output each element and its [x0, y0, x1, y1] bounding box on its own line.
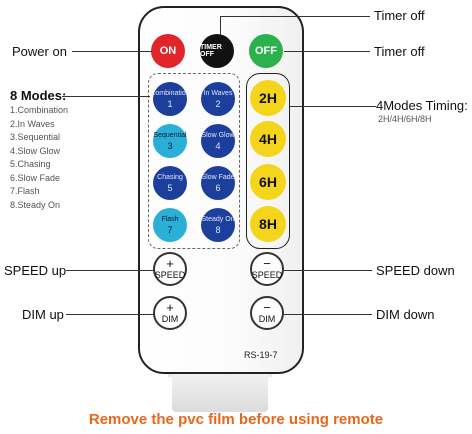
- timer-6h-button[interactable]: 6H: [250, 164, 286, 200]
- mode-item-8: 8.Steady On: [10, 199, 61, 210]
- speed-up-text: SPEED up: [4, 263, 67, 278]
- speed-down-label: SPEED: [251, 270, 283, 280]
- dim-down-line: [284, 314, 372, 315]
- dim-down-label: DIM: [258, 314, 276, 324]
- timer-off-top-line: [220, 16, 370, 17]
- mode-item-4: 4.Slow Glow: [10, 145, 61, 156]
- mode-button-name: Steady On: [201, 216, 235, 223]
- speed-up-line: [66, 270, 154, 271]
- mode-button-number: 5: [167, 183, 173, 193]
- mode-button-name: Chasing: [157, 174, 183, 181]
- mode-button-number: 2: [215, 99, 221, 109]
- dim-up-label: DIM: [161, 314, 179, 324]
- timer-4h-button[interactable]: 4H: [250, 121, 286, 157]
- mode-button-4[interactable]: Slow Glow 4: [201, 124, 235, 158]
- speed-down-button[interactable]: − SPEED: [250, 252, 284, 286]
- dim-down-button[interactable]: − DIM: [250, 296, 284, 330]
- timing-title: 4Modes Timing:: [376, 98, 468, 113]
- mode-button-number: 3: [167, 141, 173, 151]
- plus-icon: +: [166, 300, 174, 315]
- mode-button-2[interactable]: In Waves 2: [201, 82, 235, 116]
- power-on-label: Power on: [12, 44, 67, 59]
- minus-icon: −: [263, 300, 271, 315]
- mode-button-number: 7: [167, 225, 173, 235]
- modes-line: [62, 96, 150, 97]
- speed-down-text: SPEED down: [376, 263, 455, 278]
- mode-button-name: Combination: [150, 90, 190, 97]
- timer-8h-button[interactable]: 8H: [250, 206, 286, 242]
- mode-button-name: Slow Glow: [201, 132, 235, 139]
- modes-group: [148, 73, 240, 249]
- mode-button-name: Slow Fade: [201, 174, 235, 181]
- mode-item-1: 1.Combination: [10, 105, 69, 115]
- timer-off-button[interactable]: TIMER OFF: [200, 34, 234, 68]
- dim-up-line: [66, 314, 154, 315]
- timer-off-top-label: Timer off: [374, 8, 425, 23]
- dim-up-button[interactable]: + DIM: [153, 296, 187, 330]
- mode-item-3: 3.Sequential: [10, 132, 61, 142]
- dim-down-text: DIM down: [376, 307, 435, 322]
- pvc-film: [172, 372, 268, 412]
- timer-2h-button[interactable]: 2H: [250, 80, 286, 116]
- on-button[interactable]: ON: [151, 34, 185, 68]
- speed-up-button[interactable]: + SPEED: [153, 252, 187, 286]
- mode-button-name: Flash: [161, 216, 179, 223]
- mode-button-5[interactable]: Chasing 5: [153, 166, 187, 200]
- timer-group: [246, 73, 290, 249]
- modes-title: 8 Modes:: [10, 88, 67, 103]
- power-on-line: [72, 51, 152, 52]
- timer-off-right-line: [284, 51, 370, 52]
- mode-item-2: 2.In Waves: [10, 118, 55, 129]
- dim-up-text: DIM up: [22, 307, 64, 322]
- mode-button-8[interactable]: Steady On 8: [201, 208, 235, 242]
- mode-button-name: In Waves: [203, 90, 233, 97]
- off-button[interactable]: OFF: [249, 34, 283, 68]
- mode-button-3[interactable]: Sequential 3: [153, 124, 187, 158]
- mode-button-number: 4: [215, 141, 221, 151]
- pvc-film-note: Remove the pvc film before using remote: [88, 411, 384, 428]
- timing-line: [290, 106, 376, 107]
- speed-up-label: SPEED: [154, 270, 186, 280]
- minus-icon: −: [263, 256, 271, 271]
- speed-down-line: [284, 270, 372, 271]
- plus-icon: +: [166, 256, 174, 271]
- mode-button-number: 8: [215, 225, 221, 235]
- timer-off-top-drop: [220, 16, 221, 36]
- model-number: RS-19-7: [244, 350, 278, 360]
- timing-subtitle: 2H/4H/6H/8H: [378, 114, 432, 124]
- mode-button-1[interactable]: Combination 1: [150, 82, 190, 116]
- mode-button-7[interactable]: Flash 7: [153, 208, 187, 242]
- mode-button-name: Sequential: [153, 132, 187, 139]
- timer-off-right-label: Timer off: [374, 44, 425, 59]
- mode-button-6[interactable]: Slow Fade 6: [201, 166, 235, 200]
- mode-item-6: 6.Slow Fade: [10, 172, 61, 183]
- mode-button-number: 1: [167, 99, 173, 109]
- modes-list: 1.Combination 2.In Waves 3.Sequential 4.…: [10, 104, 68, 212]
- mode-item-5: 5.Chasing: [10, 159, 51, 169]
- mode-button-number: 6: [215, 183, 221, 193]
- mode-item-7: 7.Flash: [10, 186, 40, 196]
